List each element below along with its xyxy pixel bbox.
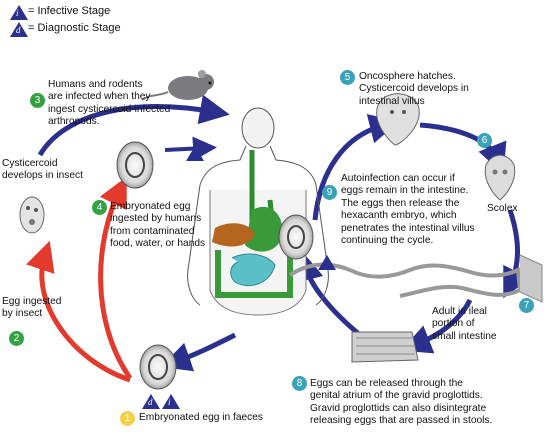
mouse-illustration (141, 70, 214, 101)
small-intestine (230, 253, 276, 287)
infective-stage-marker (318, 255, 336, 270)
arrow-egg-ingested-human (98, 176, 133, 380)
diagnostic-stage-marker: d (142, 394, 160, 409)
egg-ingested-by-humans (116, 141, 154, 189)
legend-infective-label: = Infective Stage (28, 5, 111, 17)
adult-tapeworm (288, 254, 543, 303)
cysticercoid-larva (19, 196, 45, 234)
step-8-badge: 8 (292, 376, 307, 391)
step-3-badge: 3 (30, 93, 45, 108)
step-6-badge: 6 (477, 133, 492, 148)
arrow-proglottids-to-autoinfection (294, 250, 362, 337)
stomach (245, 206, 283, 252)
arrow-autoinfection-to-oncosphere (312, 114, 400, 221)
egg-autoinfection (278, 214, 314, 260)
gravid-proglottid (351, 331, 419, 363)
step-4-badge: 4 (92, 200, 107, 215)
step-1-text: Embryonated egg in faeces (139, 412, 264, 423)
step-5-text: Oncosphere hatches.Cysticercoid develops… (359, 71, 469, 107)
infective-stage-marker (186, 146, 204, 161)
infective-stage-icon: i (10, 5, 28, 20)
arrow-cysticercoid-to-human (37, 94, 230, 157)
arrow-egg-to-insect (26, 240, 131, 383)
liver (212, 223, 255, 247)
legend-diagnostic-label: = Diagnostic Stage (28, 22, 121, 34)
step-1-badge: 1 (120, 411, 135, 426)
step-2-badge: 2 (9, 331, 24, 346)
scolex-label: Scolex (487, 203, 518, 214)
arrow-human-to-faeces (160, 332, 237, 372)
scolex-head (484, 154, 516, 201)
human-silhouette (187, 107, 329, 316)
step-9-badge: 9 (322, 185, 337, 200)
diagnostic-stage-icon: d (10, 22, 28, 37)
arrow-adult-to-proglottids (401, 298, 473, 354)
step-5-badge: 5 (340, 70, 355, 85)
oncosphere-larva (376, 93, 420, 146)
arrow-scolex-to-adult (503, 209, 531, 299)
step-7-badge: 7 (519, 298, 534, 313)
egg-embryonated-faeces (139, 344, 177, 390)
arrow-oncosphere-to-scolex (419, 122, 507, 174)
large-intestine (215, 250, 293, 298)
infective-stage-marker: i (162, 394, 180, 409)
